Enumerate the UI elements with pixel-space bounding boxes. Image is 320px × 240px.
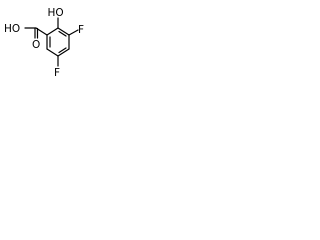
fluorine-3-label: F xyxy=(78,24,84,36)
ring-bond-c2-c3 xyxy=(57,27,70,36)
ring-bond-c4-c5 xyxy=(57,48,70,57)
hydroxyl-label: HO xyxy=(48,7,64,19)
ring-double-c2-c3 xyxy=(58,30,67,37)
fluorine-5-label: F xyxy=(54,67,60,79)
bond-group xyxy=(24,17,79,67)
carbonyl-o-label: O xyxy=(32,39,40,51)
carboxyl-oh-label: HO xyxy=(4,23,20,35)
bond-c3-f xyxy=(68,29,79,36)
ring-bond-c5-c6 xyxy=(46,48,59,57)
ring-double-c4-c5 xyxy=(58,47,67,54)
molecule-structure: HO F F HO O xyxy=(4,7,84,79)
ring-bond-c1-c2 xyxy=(46,27,59,36)
